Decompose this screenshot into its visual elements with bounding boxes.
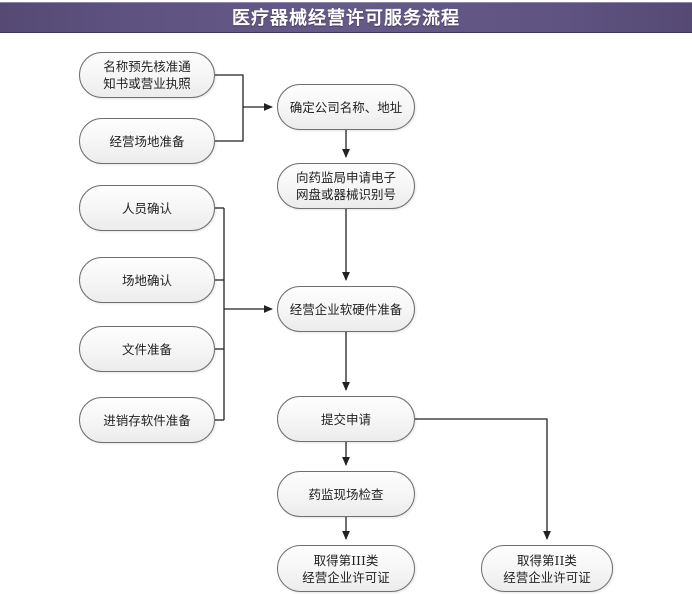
node-class-ii-license[interactable]: 取得第II类 经营企业许可证 xyxy=(481,545,613,592)
node-label: 进销存软件准备 xyxy=(103,412,191,428)
node-submit-application[interactable]: 提交申请 xyxy=(277,396,415,442)
node-business-site-prep[interactable]: 经营场地准备 xyxy=(79,118,215,164)
node-label: 取得第III类 经营企业许可证 xyxy=(302,552,390,585)
node-label: 人员确认 xyxy=(121,200,172,216)
node-label: 文件准备 xyxy=(121,341,172,357)
edge-n2-bus xyxy=(215,107,244,142)
page-title: 医疗器械经营许可服务流程 xyxy=(232,8,460,29)
node-onsite-inspection[interactable]: 药监现场检查 xyxy=(277,471,415,517)
node-apply-edisk-or-device-id[interactable]: 向药监局申请电子 网盘或器械识别号 xyxy=(277,163,415,209)
node-inventory-software-prep[interactable]: 进销存软件准备 xyxy=(79,397,215,443)
edge-n1-bus xyxy=(215,74,244,107)
node-label: 场地确认 xyxy=(121,272,172,288)
node-confirm-company-name-address[interactable]: 确定公司名称、地址 xyxy=(277,84,415,130)
node-personnel-confirmation[interactable]: 人员确认 xyxy=(79,185,215,231)
node-enterprise-soft-hardware-prep[interactable]: 经营企业软硬件准备 xyxy=(277,286,415,332)
edge-n10-n13 xyxy=(415,418,551,540)
node-label: 名称预先核准通 知书或营业执照 xyxy=(103,59,191,91)
node-label: 经营场地准备 xyxy=(109,133,185,149)
node-name-approval-or-license[interactable]: 名称预先核准通 知书或营业执照 xyxy=(79,52,215,98)
title-bar: 医疗器械经营许可服务流程 xyxy=(0,2,692,33)
node-label: 确定公司名称、地址 xyxy=(289,99,403,115)
node-label: 向药监局申请电子 网盘或器械识别号 xyxy=(295,170,396,202)
node-label: 取得第II类 经营企业许可证 xyxy=(503,552,591,585)
node-label: 提交申请 xyxy=(320,411,371,427)
node-label: 经营企业软硬件准备 xyxy=(289,301,403,317)
node-label: 药监现场检查 xyxy=(308,486,384,502)
node-site-confirmation[interactable]: 场地确认 xyxy=(79,257,215,303)
node-class-iii-license[interactable]: 取得第III类 经营企业许可证 xyxy=(277,545,415,592)
node-document-preparation[interactable]: 文件准备 xyxy=(79,326,215,372)
